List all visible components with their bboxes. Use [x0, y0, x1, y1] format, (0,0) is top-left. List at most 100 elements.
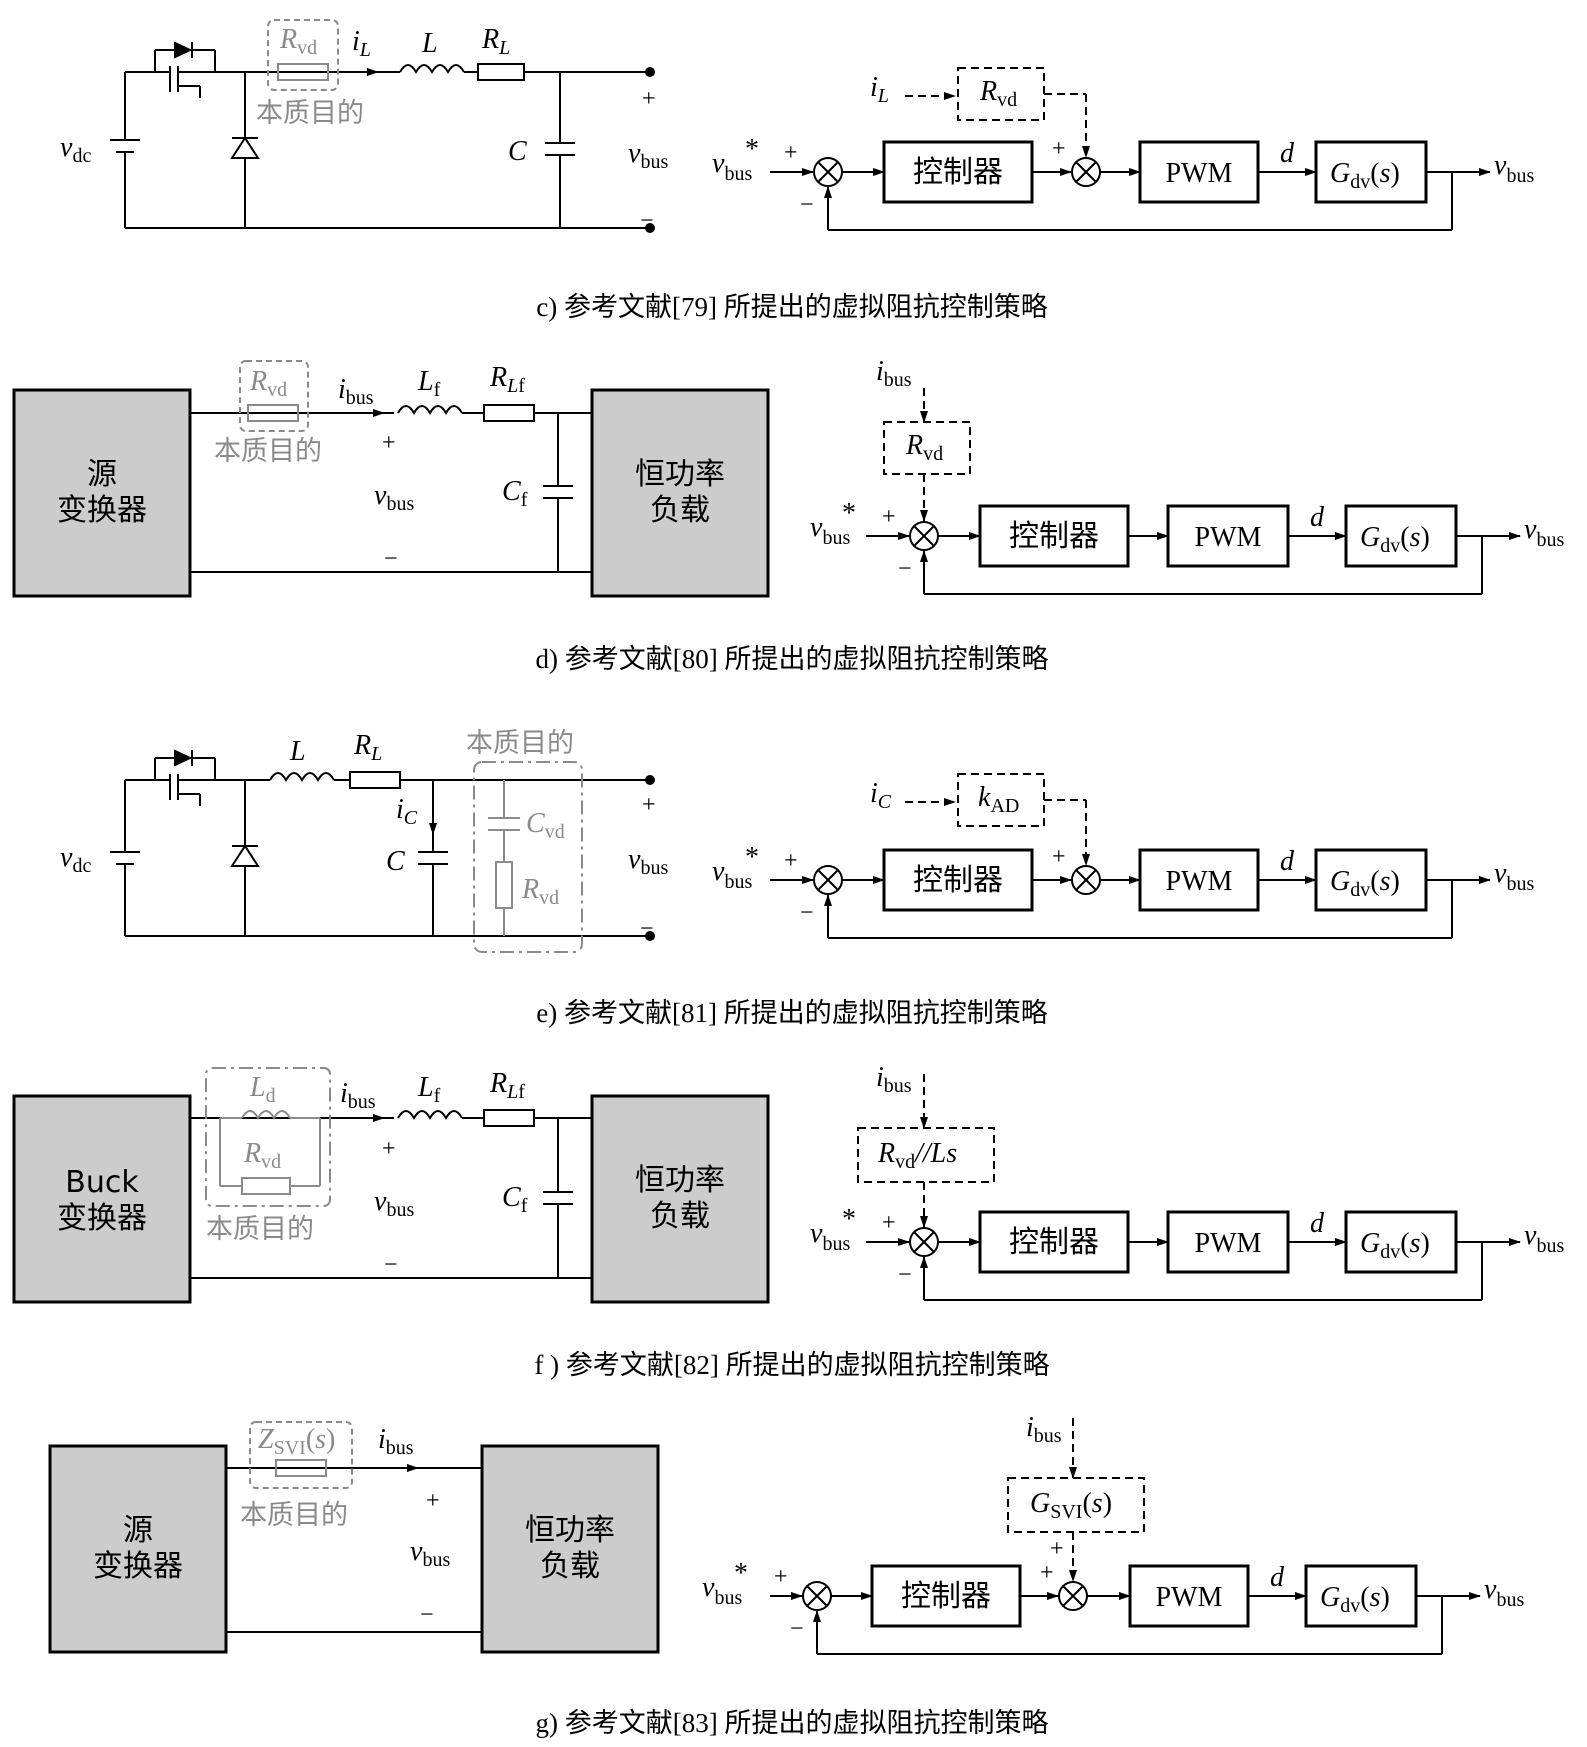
e-cvd-label: Cvd: [526, 808, 565, 843]
e-essence-label: 本质目的: [466, 728, 574, 759]
d-gdv-block: Gdv(s): [1360, 522, 1430, 557]
g-cpl-line2: 负载: [540, 1549, 600, 1584]
g-ibus-input: ibus: [1026, 1412, 1062, 1447]
e-gdv-block: Gdv(s): [1330, 866, 1400, 901]
g-cpl-box: [480, 1444, 660, 1654]
d-source-line2: 变换器: [57, 493, 147, 528]
f-lf-label: Lf: [417, 1072, 441, 1107]
f-rvd-lls-block: Rvd//Ls: [877, 1138, 957, 1173]
d-source-line1: 源: [87, 457, 117, 492]
panel-g: [48, 1418, 1481, 1655]
g-source-converter-box: [48, 1444, 228, 1654]
g-zsvi-box: [249, 1421, 353, 1489]
g-source-line1: 源: [123, 1513, 153, 1548]
c-minus-out: −: [640, 208, 654, 234]
e-vbus-out: vbus: [1494, 858, 1534, 895]
e-sum2-plus: +: [1052, 844, 1066, 870]
d-controller-block: 控制器: [1009, 519, 1099, 554]
e-kad-block: kAD: [978, 782, 1019, 817]
f-cpl-line1: 恒功率: [635, 1163, 725, 1198]
f-controller-block: 控制器: [1009, 1225, 1099, 1260]
f-pwm-block: PWM: [1195, 1228, 1262, 1259]
d-sum-plus: +: [882, 504, 896, 530]
f-ld-label: Ld: [249, 1072, 276, 1107]
e-vbus-ref-star: *: [745, 842, 759, 873]
f-cpl-line2: 负载: [650, 1199, 710, 1234]
d-sum-minus: −: [898, 556, 912, 582]
e-ic-label: iC: [396, 794, 418, 829]
g-ibus-label: ibus: [378, 1424, 414, 1459]
f-plus: +: [382, 1136, 396, 1162]
caption-c: c) 参考文献[79] 所提出的虚拟阻抗控制策略: [536, 292, 1047, 322]
g-gdv-block: Gdv(s): [1320, 1582, 1390, 1617]
g-vbus-label: vbus: [410, 1536, 450, 1571]
panel-c: [110, 19, 1491, 233]
e-c-label: C: [386, 846, 405, 877]
f-d-label: d: [1310, 1208, 1325, 1239]
caption-f: f ) 参考文献[82] 所提出的虚拟阻抗控制策略: [534, 1350, 1049, 1380]
e-l-label: L: [289, 736, 306, 767]
g-vbus-ref: vbus: [702, 1572, 742, 1609]
f-buck-line1: Buck: [65, 1165, 139, 1200]
panel-c-rvd-resistor: [277, 63, 329, 81]
c-rl-label: RL: [481, 24, 510, 59]
c-rvd-block: Rvd: [979, 76, 1017, 111]
e-controller-block: 控制器: [913, 863, 1003, 898]
f-essence-branch: [205, 1067, 331, 1207]
panel-d: [12, 388, 1521, 598]
e-rvd-label: Rvd: [521, 874, 559, 909]
d-rvd-resistor: [247, 404, 299, 422]
caption-e: e) 参考文献[81] 所提出的虚拟阻抗控制策略: [536, 998, 1047, 1028]
f-rlf-label: RLf: [489, 1068, 525, 1103]
panel-c-circuit: [110, 41, 655, 233]
g-controller-block: 控制器: [901, 1579, 991, 1614]
e-plus-out: +: [642, 792, 656, 818]
d-pwm-block: PWM: [1195, 522, 1262, 553]
c-sum1-minus: −: [800, 192, 814, 218]
e-essence-branch: [473, 761, 583, 953]
e-minus-out: −: [640, 916, 654, 942]
d-minus: −: [384, 546, 398, 572]
d-lf-label: Lf: [417, 366, 441, 401]
d-rvd-box: [239, 360, 309, 432]
f-essence-label: 本质目的: [206, 1214, 314, 1245]
f-gdv-block: Gdv(s): [1360, 1228, 1430, 1263]
g-vbus-out: vbus: [1484, 1574, 1524, 1611]
c-sum1-plus: +: [784, 140, 798, 166]
e-pwm-block: PWM: [1166, 866, 1233, 897]
d-rlf-label: RLf: [489, 362, 525, 397]
c-plus-out: +: [642, 86, 656, 112]
d-cf-label: Cf: [502, 476, 528, 511]
c-vbus-ref-star: *: [745, 134, 759, 165]
g-sum2-plus-left: +: [1040, 1560, 1054, 1586]
c-il-label: iL: [352, 26, 371, 61]
e-d-label: d: [1280, 846, 1295, 877]
d-ibus-label: ibus: [338, 374, 374, 409]
c-vdc-label: vdc: [60, 132, 91, 167]
f-rvd-label: Rvd: [243, 1138, 281, 1173]
g-pwm-block: PWM: [1156, 1582, 1223, 1613]
c-il-input: iL: [870, 72, 889, 107]
g-cpl-line1: 恒功率: [525, 1513, 615, 1548]
d-vbus-ref-star: *: [842, 498, 856, 529]
f-cf-label: Cf: [502, 1182, 528, 1217]
f-cpl-box: [590, 1094, 770, 1304]
d-essence-label: 本质目的: [214, 436, 322, 467]
c-sum2-plus: +: [1052, 136, 1066, 162]
c-pwm-block: PWM: [1166, 158, 1233, 189]
c-c-label: C: [508, 136, 527, 167]
d-source-converter-box: [12, 388, 192, 598]
c-vbus-out: vbus: [1494, 150, 1534, 187]
g-minus: −: [420, 1602, 434, 1628]
d-cpl-line1: 恒功率: [635, 457, 725, 492]
e-ic-input: iC: [870, 778, 892, 813]
f-vbus-out: vbus: [1524, 1220, 1564, 1257]
f-ibus-input: ibus: [876, 1062, 912, 1097]
c-vbus-label: vbus: [628, 138, 668, 173]
g-plus: +: [426, 1488, 440, 1514]
panel-e: [110, 749, 1491, 941]
f-buck-line2: 变换器: [57, 1201, 147, 1236]
g-gsvi-block: GSVI(s): [1030, 1488, 1112, 1523]
d-vbus-label: vbus: [374, 480, 414, 515]
